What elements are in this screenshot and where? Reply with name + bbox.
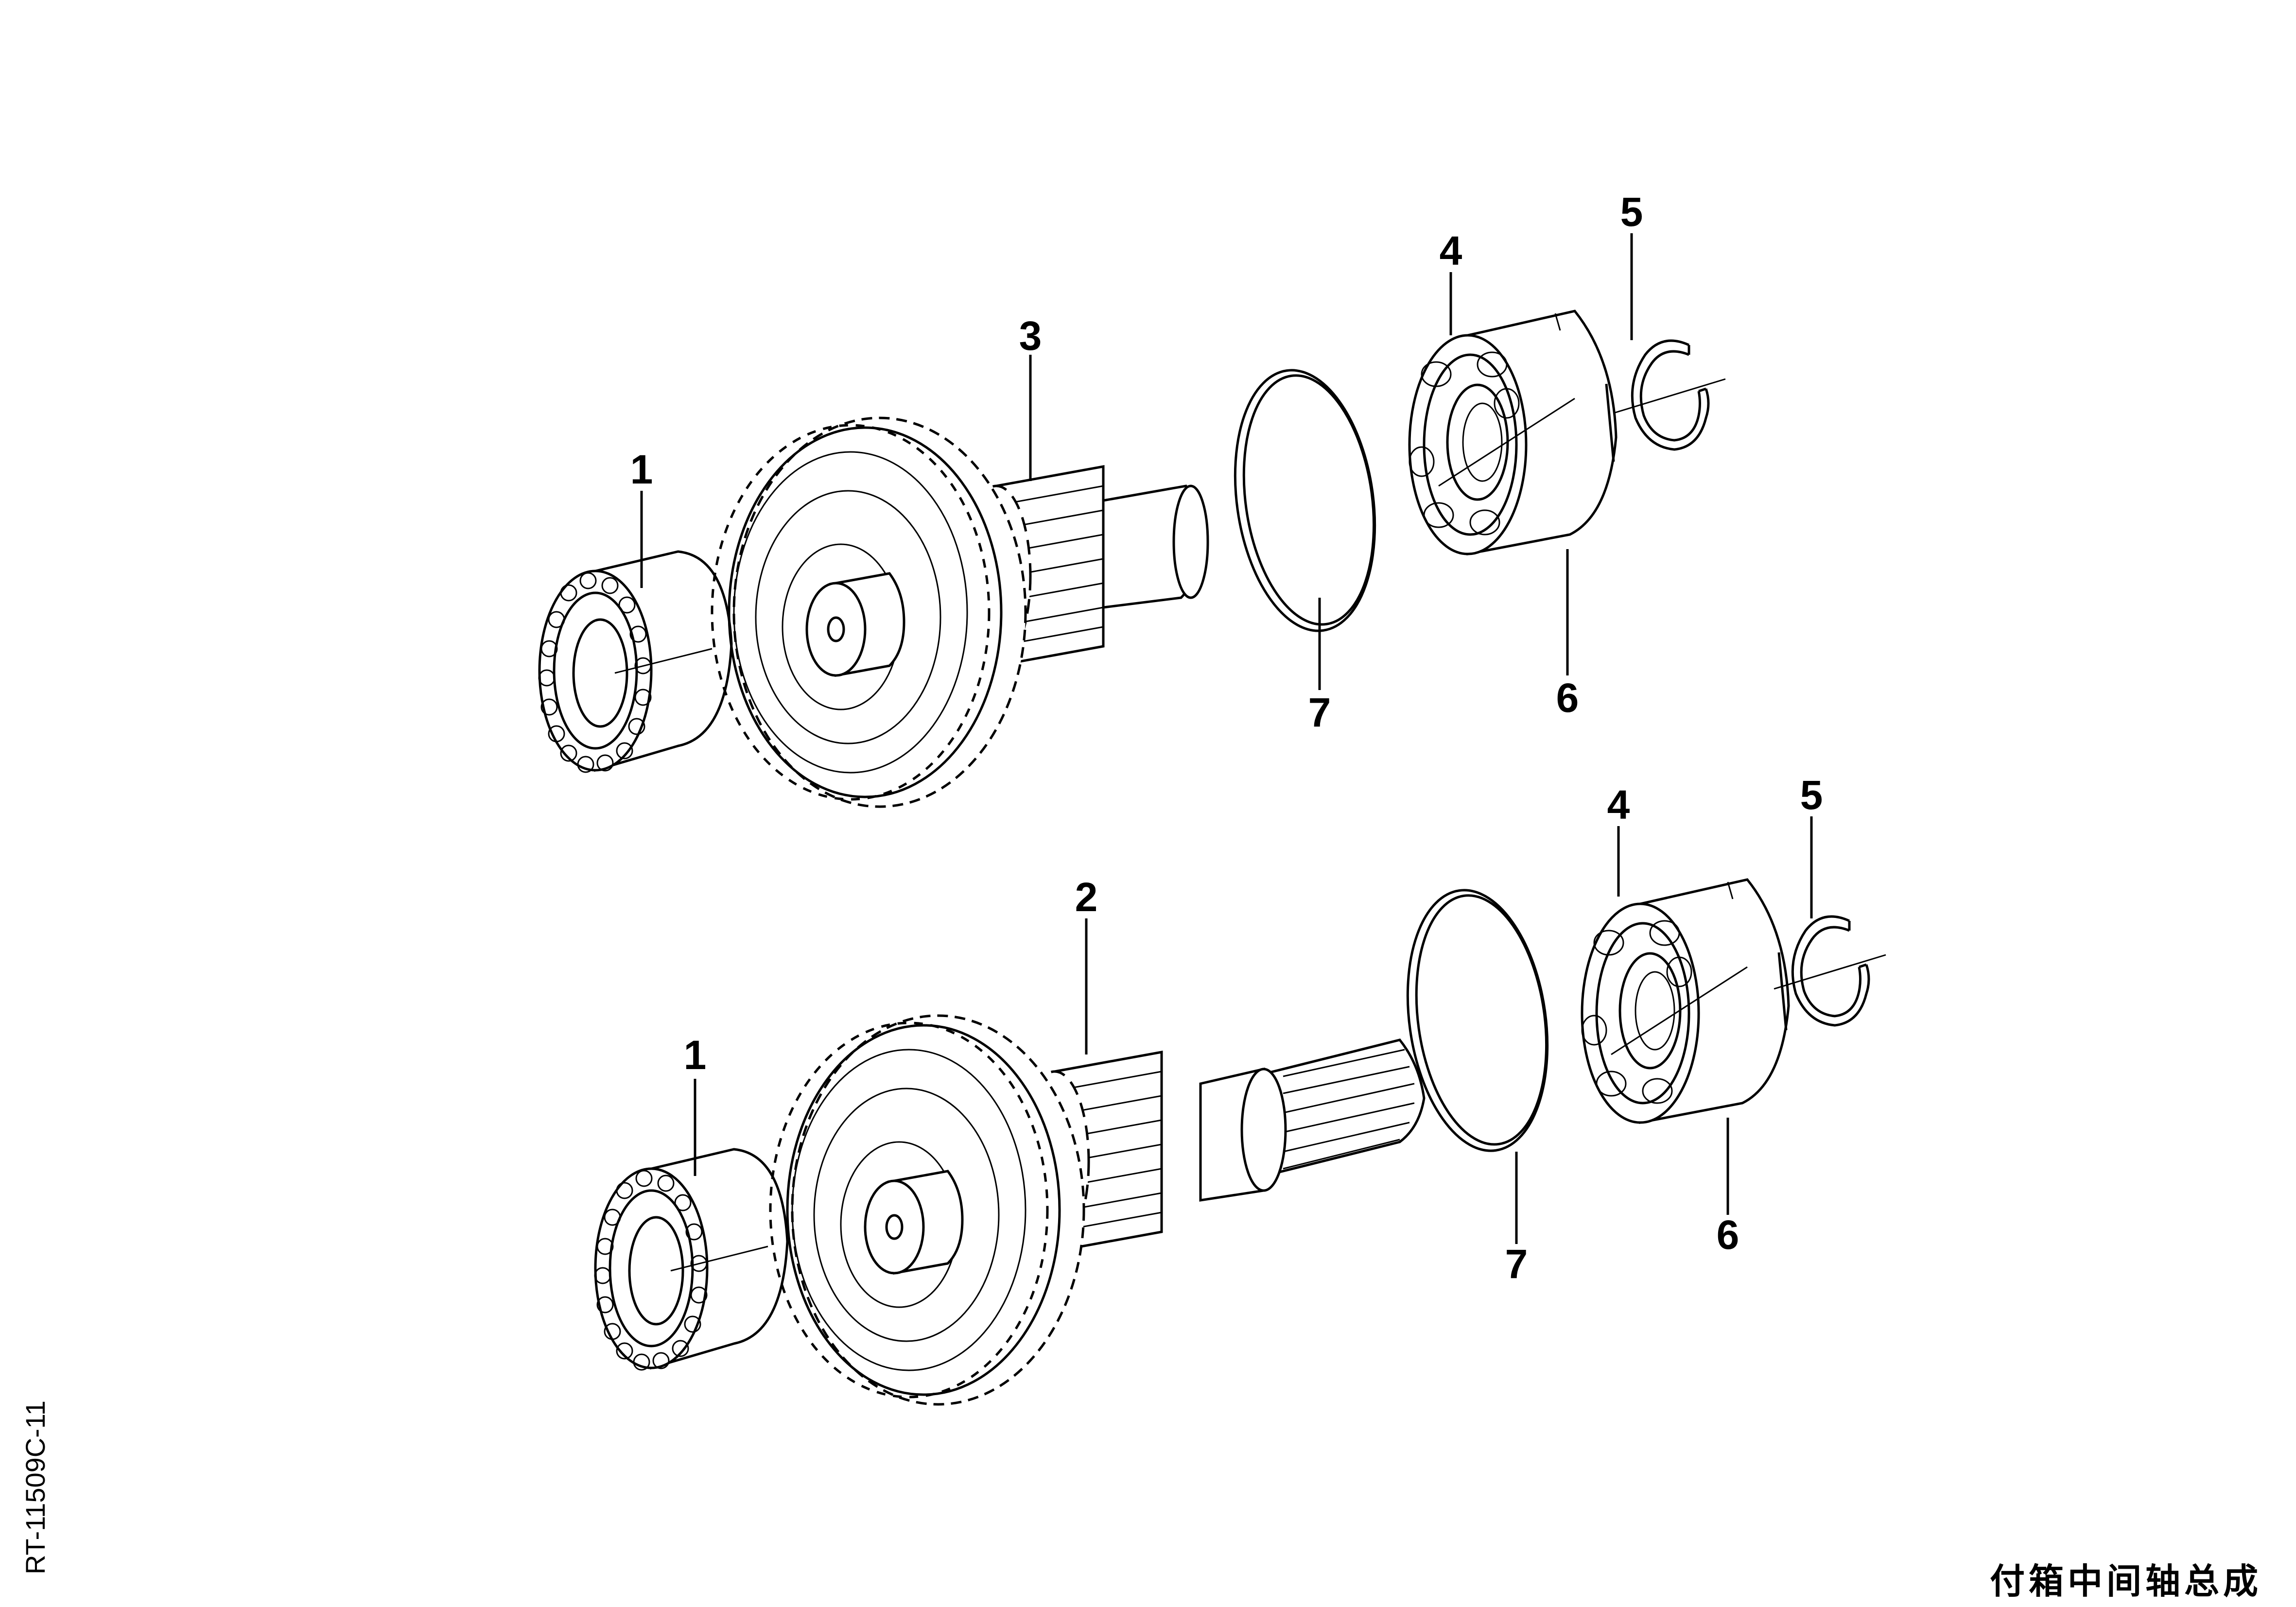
lower-countershaft xyxy=(1021,1038,1426,1251)
upper-leader-lines xyxy=(640,233,1633,690)
upper-roller-bearing xyxy=(539,552,731,772)
upper-circlip xyxy=(1614,341,1725,449)
callout-upper-1: 1 xyxy=(630,447,653,492)
drawing-code: RT-11509C-11 xyxy=(19,1380,68,1574)
callout-lower-2: 2 xyxy=(1075,874,1098,920)
diagram-title: 付箱中间轴总成 xyxy=(1989,1560,2262,1602)
callout-upper-5: 5 xyxy=(1620,189,1643,235)
callout-lower-5: 5 xyxy=(1800,772,1823,818)
callout-upper-6: 6 xyxy=(1556,675,1579,721)
lower-assembly: 1 2 4 5 6 7 xyxy=(595,772,1886,1404)
upper-ball-bearing xyxy=(1409,311,1616,554)
callout-upper-4: 4 xyxy=(1440,228,1462,274)
upper-assembly: 1 3 4 5 6 7 xyxy=(539,189,1725,807)
callout-lower-4: 4 xyxy=(1607,782,1630,828)
callout-upper-7: 7 xyxy=(1308,690,1331,735)
lower-ball-bearing xyxy=(1582,880,1789,1123)
lower-leader-lines xyxy=(694,816,1813,1244)
drawing-code-text: RT-11509C-11 xyxy=(20,1400,51,1574)
callout-lower-6: 6 xyxy=(1717,1212,1739,1258)
upper-countershaft xyxy=(962,467,1209,666)
lower-large-gear xyxy=(770,1016,1084,1404)
callout-upper-3: 3 xyxy=(1019,313,1042,359)
lower-circlip xyxy=(1774,916,1886,1025)
upper-large-gear xyxy=(712,418,1026,807)
lower-roller-bearing xyxy=(595,1149,787,1370)
callout-lower-7: 7 xyxy=(1505,1241,1528,1287)
upper-snap-ring xyxy=(1219,361,1391,640)
callout-lower-1: 1 xyxy=(684,1032,707,1078)
